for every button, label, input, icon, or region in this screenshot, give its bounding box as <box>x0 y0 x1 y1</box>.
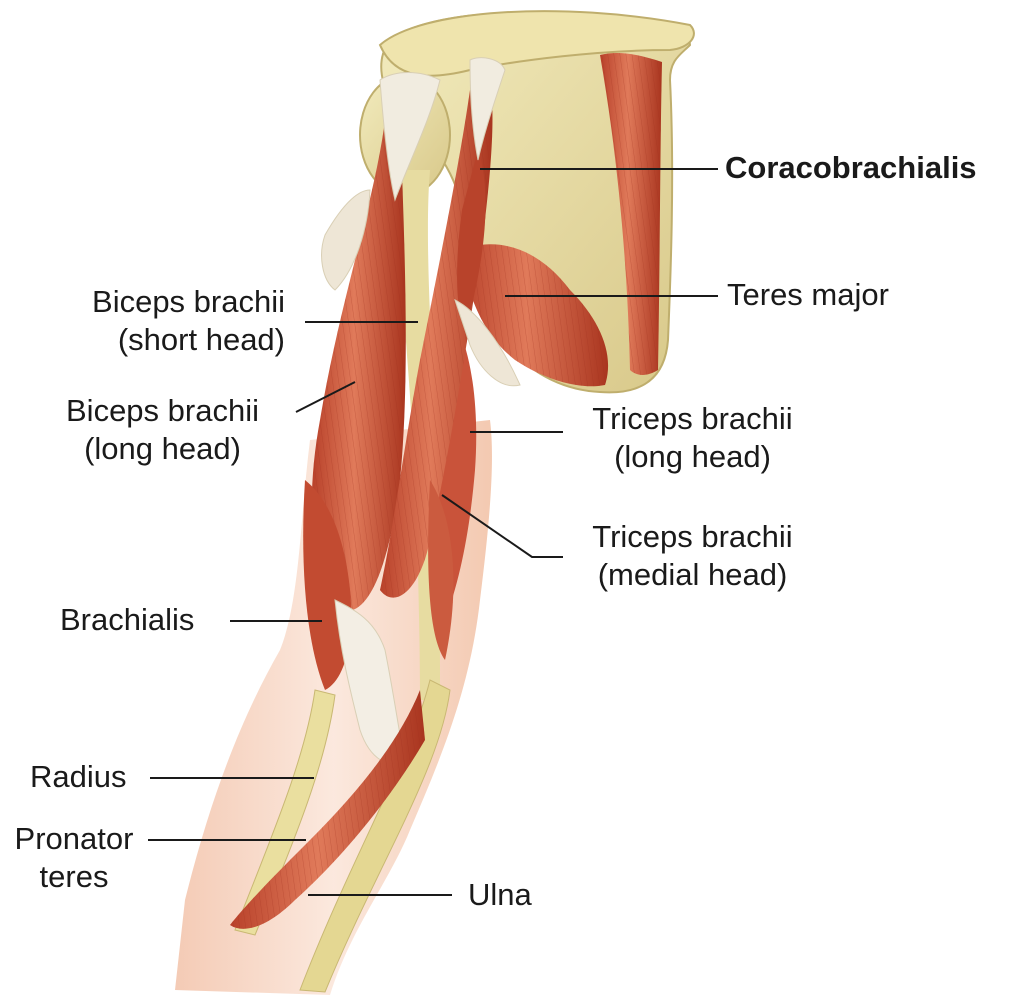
triceps-medial-head-muscle <box>428 480 454 660</box>
label-biceps-long-head: Biceps brachii (long head) <box>40 392 285 468</box>
label-triceps-medial-line1: Triceps brachii <box>592 519 793 554</box>
label-biceps-short-head: Biceps brachii (short head) <box>40 283 285 359</box>
label-triceps-medial-head: Triceps brachii (medial head) <box>570 518 815 594</box>
label-ulna: Ulna <box>468 877 532 912</box>
leader-triceps-medial-head <box>441 494 563 558</box>
leader-biceps-long-head <box>295 381 356 413</box>
label-biceps-short-line1: Biceps brachii <box>92 284 285 319</box>
acromion <box>378 10 695 77</box>
label-teres-major: Teres major <box>727 277 889 312</box>
label-triceps-long-line2: (long head) <box>614 439 771 474</box>
label-triceps-long-line1: Triceps brachii <box>592 401 793 436</box>
label-biceps-short-line2: (short head) <box>117 322 285 357</box>
proximal-tendons <box>379 72 441 202</box>
label-biceps-long-line2: (long head) <box>84 431 241 466</box>
label-coracobrachialis: Coracobrachialis <box>725 150 977 185</box>
label-pronator-teres: Pronator teres <box>0 820 148 896</box>
label-pronator-line1: Pronator <box>14 821 134 856</box>
label-biceps-long-line1: Biceps brachii <box>66 393 259 428</box>
radius-bone <box>234 689 336 936</box>
latissimus-tendon <box>454 299 521 387</box>
label-radius: Radius <box>30 759 127 794</box>
label-triceps-long-head: Triceps brachii (long head) <box>570 400 815 476</box>
label-pronator-line2: teres <box>39 859 109 894</box>
brachialis-muscle <box>303 480 352 690</box>
label-brachialis: Brachialis <box>60 602 195 637</box>
coracobrachialis-muscle <box>457 150 486 330</box>
pectoral-tendon <box>321 189 371 291</box>
label-triceps-medial-line2: (medial head) <box>597 557 788 592</box>
